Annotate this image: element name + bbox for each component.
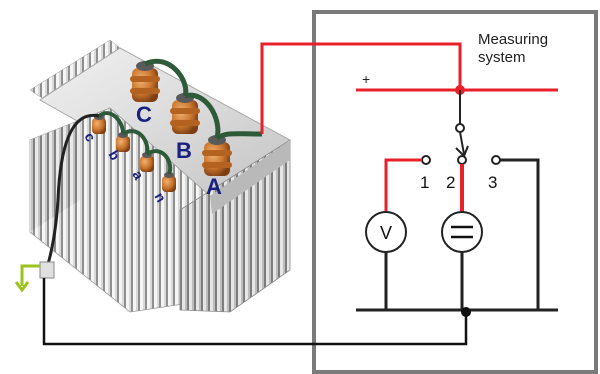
transformer-illustration: C B A c b a n (14, 39, 291, 313)
cable-a-out (215, 131, 263, 141)
system-title-line2: system (478, 49, 526, 66)
hv-label-a: A (206, 174, 222, 199)
terminal-3-lead (500, 158, 540, 310)
switch-blade[interactable] (459, 131, 465, 155)
terminal-1-label: 1 (420, 173, 429, 192)
cable-lv-b-a (121, 129, 150, 155)
left-radiator-side (30, 120, 80, 232)
switch-pivot (455, 123, 465, 133)
terminal-2-label: 2 (446, 173, 455, 192)
cable-lv-to-ground (46, 113, 100, 265)
hv-label-b: B (176, 138, 192, 163)
cable-c-b (143, 58, 189, 97)
black-return-wire (42, 278, 468, 346)
system-title-line1: Measuring (478, 31, 548, 48)
lv-bushing-n (162, 172, 176, 192)
voltmeter-red-lead (384, 158, 422, 212)
cable-lv-c-b (97, 111, 126, 135)
return-node (461, 307, 471, 317)
terminal-3[interactable] (491, 155, 501, 165)
plus-sign: + (362, 71, 370, 87)
terminal-2[interactable] (457, 155, 467, 165)
terminal-3-label: 3 (488, 173, 497, 192)
right-radiator-block (179, 139, 291, 313)
voltmeter-symbol: V (380, 223, 392, 243)
hv-label-c: C (136, 102, 152, 127)
cable-b-a (184, 92, 221, 139)
hv-bushing-a (202, 135, 232, 176)
cable-lv-a-n (145, 149, 173, 175)
hv-bushing-b (170, 93, 200, 134)
dc-source (441, 211, 483, 253)
red-wire-hv (260, 42, 462, 134)
measuring-system-frame (312, 10, 598, 374)
terminal-1[interactable] (421, 155, 431, 165)
ground-terminal (14, 261, 55, 293)
tank-edge (210, 140, 290, 214)
